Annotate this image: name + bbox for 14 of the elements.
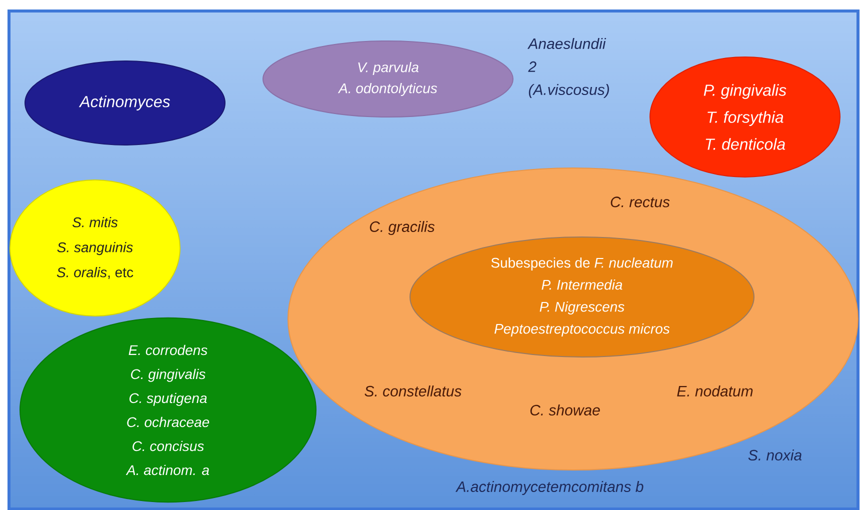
species-name: C. showae: [530, 404, 600, 416]
ellipse-region: V. parvula A. odontolyticus: [262, 40, 514, 118]
ellipse-region: S. mitis S. sanguinis S. oralis, etc: [10, 180, 180, 316]
ellipse-region: E. corrodens C. gingivalis C. sputigena C. ochraceae C. concisus A. actinom. a: [20, 317, 316, 503]
species-name: Anaeslundii 2 (A.viscosus): [527, 38, 609, 98]
species-name: C. rectus: [610, 196, 670, 208]
species-name: S. noxia: [748, 449, 802, 460]
species-name: S. constellatus: [364, 385, 462, 396]
ellipse-region: Subespecies de F. nucleatum P. Intermedia P. Nigrescens Peptoestreptococcus micros: [410, 236, 754, 358]
species-name: A.actinomycetemcomitans b: [455, 481, 644, 495]
ellipse-region: P. gingivalis T. forsythia T. denticola: [650, 56, 840, 178]
species-name: E. nodatum: [677, 385, 753, 396]
ellipse-region: Actinomyces: [24, 60, 226, 146]
species-name: C. gracilis: [370, 221, 435, 235]
